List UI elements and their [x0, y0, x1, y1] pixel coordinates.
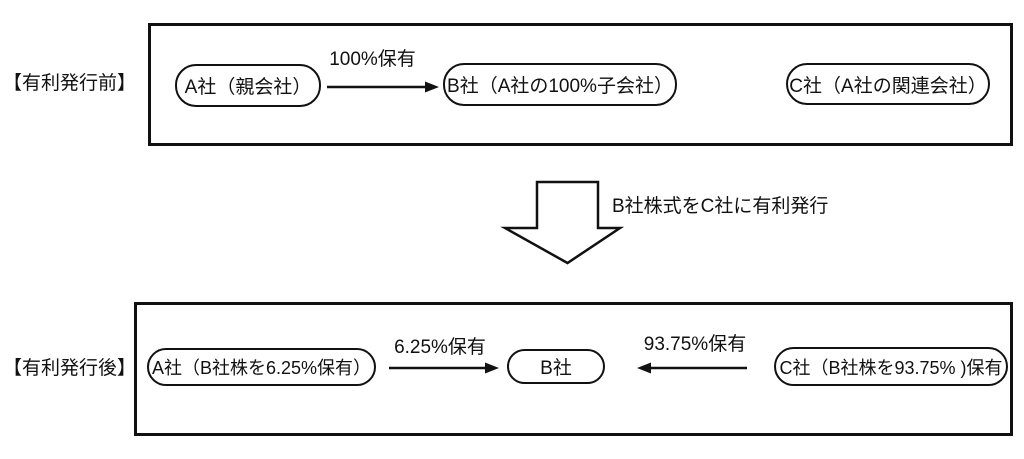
ownership-right-arrow-icon — [327, 81, 439, 93]
before-node-company-b-label: B社（A社の100%子会社） — [447, 76, 673, 97]
before-node-company-c: C社（A社の関連会社） — [786, 63, 990, 105]
before-arrow-ab-label: 100%保有 — [329, 49, 416, 70]
after-section-label: 【有利発行後】 — [3, 358, 137, 379]
after-node-company-a-label: A社（B社株を6.25%保有） — [151, 358, 372, 378]
after-node-company-b: B社 — [507, 349, 605, 384]
before-node-company-a-label: A社（親会社） — [184, 77, 312, 98]
after-arrow-ab-label: 6.25%保有 — [394, 337, 486, 358]
down-block-arrow-icon — [500, 180, 625, 265]
ownership-left-arrow-icon — [637, 362, 747, 374]
ownership-right-arrow-icon — [389, 362, 499, 374]
after-arrow-cb-label: 93.75%保有 — [643, 334, 747, 355]
after-node-company-c-label: C社（B社株を93.75% )保有 — [779, 357, 1003, 378]
before-node-company-a: A社（親会社） — [175, 64, 321, 107]
transition-label: B社株式をC社に有利発行 — [612, 196, 829, 217]
after-node-company-a: A社（B社株を6.25%保有） — [147, 348, 376, 386]
after-node-company-c: C社（B社株を93.75% )保有 — [774, 347, 1008, 386]
before-section-label: 【有利発行前】 — [3, 73, 137, 94]
before-node-company-c-label: C社（A社の関連会社） — [789, 75, 987, 97]
after-node-company-b-label: B社 — [540, 358, 572, 379]
before-node-company-b: B社（A社の100%子会社） — [443, 63, 677, 106]
